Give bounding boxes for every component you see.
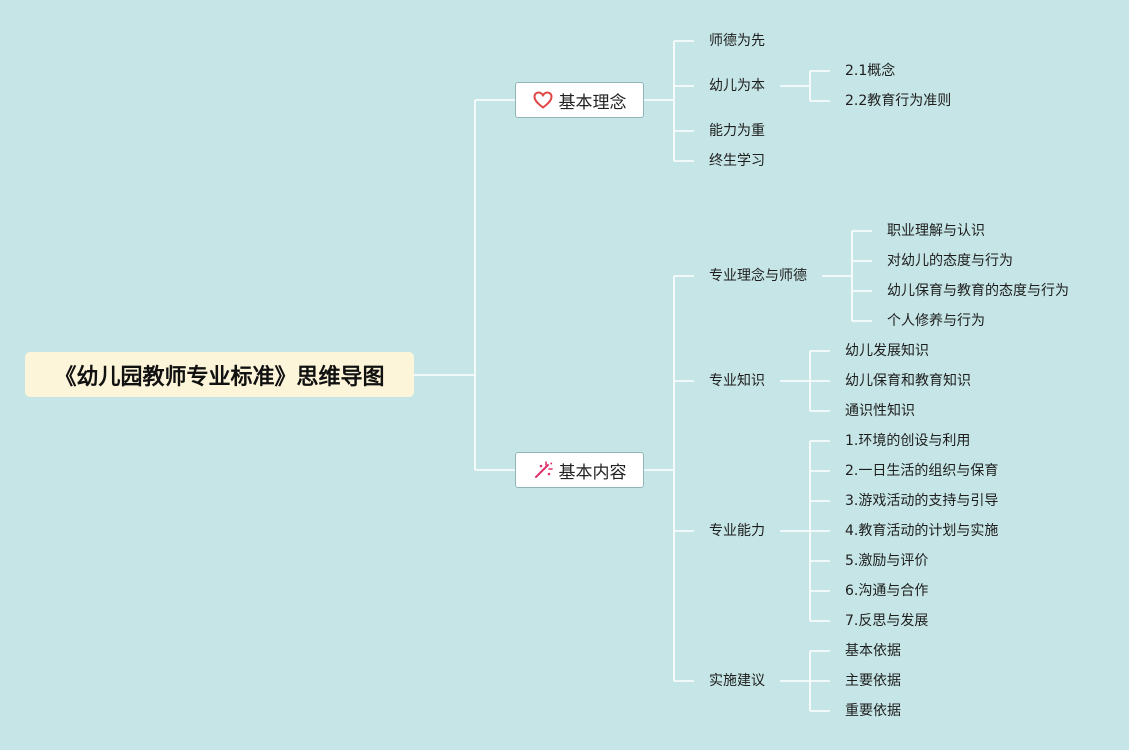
node-education-behavior-rules[interactable]: 2.2教育行为准则 (845, 93, 952, 109)
node-important-basis[interactable]: 重要依据 (845, 703, 901, 719)
branch-label: 基本理念 (558, 92, 627, 113)
node-attitude-toward-children[interactable]: 对幼儿的态度与行为 (887, 253, 1013, 269)
node-ability-item-1[interactable]: 1.环境的创设与利用 (845, 433, 971, 449)
sparkle-icon (533, 460, 553, 480)
branch-node-basic-content[interactable]: 基本内容 (515, 452, 644, 488)
node-ability-item-6[interactable]: 6.沟通与合作 (845, 583, 929, 599)
node-professional-knowledge[interactable]: 专业知识 (709, 373, 765, 389)
heart-icon (532, 91, 553, 109)
node-professional-philosophy-ethics[interactable]: 专业理念与师德 (709, 268, 807, 284)
branch-label: 基本内容 (558, 462, 627, 483)
node-general-knowledge[interactable]: 通识性知识 (845, 403, 915, 419)
node-basic-basis[interactable]: 基本依据 (845, 643, 901, 659)
node-ability-item-4[interactable]: 4.教育活动的计划与实施 (845, 523, 999, 539)
node-main-basis[interactable]: 主要依据 (845, 673, 901, 689)
root-title: 《幼儿园教师专业标准》思维导图 (54, 364, 385, 390)
node-lifelong-learning[interactable]: 终生学习 (709, 153, 765, 169)
node-professional-ability[interactable]: 专业能力 (709, 523, 765, 539)
node-implementation-advice[interactable]: 实施建议 (709, 673, 765, 689)
node-personal-cultivation[interactable]: 个人修养与行为 (887, 313, 985, 329)
node-child-oriented[interactable]: 幼儿为本 (709, 78, 765, 94)
node-concept[interactable]: 2.1概念 (845, 63, 896, 79)
node-ability-item-2[interactable]: 2.一日生活的组织与保育 (845, 463, 999, 479)
node-ability-item-3[interactable]: 3.游戏活动的支持与引导 (845, 493, 999, 509)
node-child-development-knowledge[interactable]: 幼儿发展知识 (845, 343, 929, 359)
node-care-education-knowledge[interactable]: 幼儿保育和教育知识 (845, 373, 971, 389)
node-ability-emphasis[interactable]: 能力为重 (709, 123, 765, 139)
node-career-understanding[interactable]: 职业理解与认识 (887, 223, 985, 239)
node-ability-item-7[interactable]: 7.反思与发展 (845, 613, 929, 629)
node-teacher-ethics-first[interactable]: 师德为先 (709, 33, 765, 49)
branch-node-basic-concept[interactable]: 基本理念 (515, 82, 644, 118)
root-node[interactable]: 《幼儿园教师专业标准》思维导图 (25, 352, 414, 397)
node-care-education-attitude[interactable]: 幼儿保育与教育的态度与行为 (887, 283, 1069, 299)
node-ability-item-5[interactable]: 5.激励与评价 (845, 553, 929, 569)
